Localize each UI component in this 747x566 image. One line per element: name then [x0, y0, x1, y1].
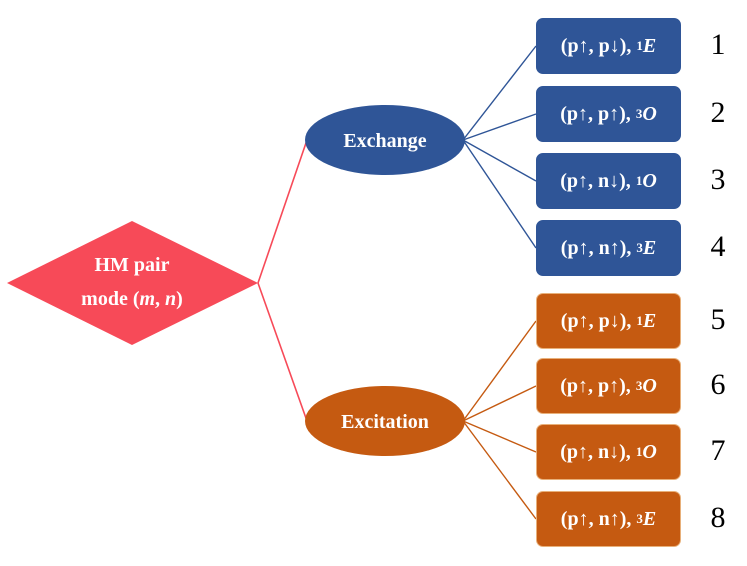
state-symbol: E — [642, 309, 657, 332]
leaf-connector-6 — [462, 385, 537, 422]
state-number-7: 7 — [710, 434, 726, 467]
state-pair-label: (p↑, p↓), — [560, 309, 637, 332]
state-pair-label: (p↑, p↑), — [560, 102, 636, 125]
state-number-3: 3 — [710, 163, 726, 196]
state-symbol: O — [642, 102, 657, 125]
root-to-exchange-line — [257, 139, 308, 284]
state-symbol: E — [642, 507, 657, 530]
state-symbol: E — [642, 34, 657, 57]
state-pair-label: (p↑, p↓), — [560, 34, 637, 57]
state-pair-label: (p↑, n↓), — [560, 440, 636, 463]
excitation-ellipse — [305, 386, 465, 456]
state-symbol: O — [642, 440, 657, 463]
exchange-label: Exchange — [343, 130, 426, 152]
state-pair-label: (p↑, n↓), — [560, 169, 636, 192]
state-number-5: 5 — [710, 303, 726, 336]
state-symbol: O — [642, 169, 657, 192]
leaf-connector-8 — [462, 420, 537, 520]
root-connectors — [257, 139, 308, 422]
state-number-6: 6 — [710, 368, 726, 401]
state-number-2: 2 — [710, 96, 726, 129]
state-number-8: 8 — [710, 501, 726, 534]
leaf-connector-5 — [462, 320, 537, 422]
leaf-connector-4 — [462, 139, 537, 249]
leaf-connector-1 — [462, 45, 537, 141]
root-node: HM pair mode (m, n) — [7, 221, 258, 345]
root-label-line1: HM pair — [95, 254, 170, 276]
root-to-excitation-line — [257, 282, 308, 422]
exchange-ellipse — [305, 105, 465, 175]
leaf-connector-3 — [462, 139, 537, 182]
root-label-line2: mode (m, n) — [81, 288, 183, 310]
state-pair-label: (p↑, n↑), — [560, 507, 637, 530]
excitation-label: Excitation — [341, 411, 429, 433]
leaf-connector-7 — [462, 420, 537, 453]
state-symbol: O — [642, 374, 657, 397]
state-symbol: E — [642, 236, 657, 259]
root-diamond — [7, 221, 258, 345]
state-pair-label: (p↑, p↑), — [560, 374, 636, 397]
excitation-node: Excitation — [305, 386, 465, 456]
exchange-node: Exchange — [305, 105, 465, 175]
state-number-1: 1 — [710, 28, 726, 61]
state-number-4: 4 — [710, 230, 726, 263]
leaf-connector-2 — [462, 113, 537, 141]
leaf-connectors — [462, 45, 537, 520]
state-pair-label: (p↑, n↑), — [560, 236, 637, 259]
